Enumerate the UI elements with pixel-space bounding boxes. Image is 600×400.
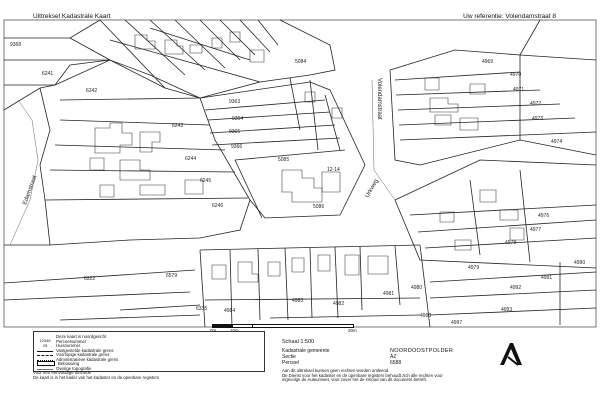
parcel-label: 4978 [505, 240, 516, 246]
parcel-label: 4981 [383, 291, 394, 297]
parcel-label: 9365 [229, 129, 240, 135]
parcel-labels: 9368 6241 6242 6243 6244 6245 6246 5084 … [10, 42, 585, 326]
parcel-label: 5085 [278, 157, 289, 163]
volendamstraat-line [371, 79, 396, 201]
parcel-label: 6244 [185, 156, 196, 162]
parcel-label: 4997 [451, 320, 462, 326]
parcel-label: 6242 [86, 88, 97, 94]
parcel-label: 4973 [532, 116, 543, 122]
legend-symbol [37, 361, 55, 367]
scale-tick: 0m [210, 328, 217, 333]
parcel-label: 4969 [482, 59, 493, 65]
parcel-lines-left [3, 59, 251, 246]
parcel-label: 9368 [10, 42, 21, 48]
parcel-label: 6579 [166, 273, 177, 279]
legend-item: Vastgestelde kadastrale grens [37, 348, 114, 353]
parcel-label: 4983 [292, 298, 303, 304]
buildings-right-top [424, 77, 486, 131]
legend-symbol: 25 [42, 342, 48, 348]
parcel-lines-right-top [389, 19, 597, 166]
buildings-top [134, 31, 265, 63]
parcel-label: 9366 [231, 144, 242, 150]
parcel-label: 4972 [530, 101, 541, 107]
parcel-label: 5084 [295, 59, 306, 65]
parcel-lines-bottom-left [3, 269, 201, 321]
parcel-label: 4979 [468, 265, 479, 271]
reference-text: Uw referentie: Volendamstraat 8 [463, 13, 556, 20]
street-label-edamstraat: Edamstraat [22, 174, 38, 205]
parcel-value: 6588 [390, 360, 402, 366]
edamstraat-line [9, 99, 39, 246]
street-label-urkweg: Urkweg [365, 178, 380, 199]
legend-item: Overige topografie [37, 366, 91, 371]
parcel-label: 4991 [541, 275, 552, 281]
legend-item: Administratieve kadastrale grens [37, 357, 118, 362]
parcel-label: 9363 [229, 99, 240, 105]
parcel-label: 4980 [411, 285, 422, 291]
parcel-label: 4998 [420, 313, 431, 319]
parcel-label: 4977 [530, 227, 541, 233]
scale-tick: 20m [348, 328, 357, 333]
parcel-label: 4982 [333, 301, 344, 307]
legend-symbol [37, 367, 53, 370]
municipality-value: NOORDOOSTPOLDER [390, 348, 454, 354]
buildings-right-mid [439, 189, 525, 251]
legend-symbol [37, 349, 53, 352]
parcel-label: 4971 [513, 87, 524, 93]
buildings-center [281, 91, 343, 203]
parcel-lines-center [199, 77, 366, 219]
parcel-label: 4976 [538, 213, 549, 219]
buildings-left [89, 122, 204, 198]
scale-tick: 10m [230, 328, 239, 333]
buildings-bottom [211, 254, 389, 283]
parcel-label: 5086 [313, 204, 324, 210]
legend-item: Deze kaart is noordgericht [37, 334, 106, 339]
kadaster-logo-icon [500, 343, 522, 366]
section-value: AZ [390, 354, 397, 360]
parcel-label: 4990 [574, 260, 585, 266]
map-title: Uittreksel Kadastrale Kaart [33, 13, 111, 20]
street-label-volendamstraat: Volendamstraat [376, 78, 382, 120]
legend-symbol [37, 358, 53, 361]
parcel-lines-top [4, 19, 336, 99]
parcel-label: 6335 [196, 306, 207, 312]
disclaimer-line: ingevolge de Auteurswet, voor zover het … [282, 377, 427, 382]
parcel-label: 4984 [224, 308, 235, 314]
parcel-label: 4993 [501, 307, 512, 313]
parcel-lines-bottom [199, 244, 431, 328]
legend-note: Voor een eenvoudige uitsnede De kaart is… [33, 370, 160, 380]
legend-symbol: 12345 [39, 338, 51, 344]
parcel-label: 6241 [42, 71, 53, 77]
scale-label: Schaal 1:500 [282, 339, 315, 345]
parcel-label: 6243 [172, 123, 183, 129]
legend-item: Voorlopige kadastrale grens [37, 352, 109, 357]
legend-symbol [37, 353, 53, 357]
section-label: Sectie [282, 354, 296, 360]
municipality-label: Kadastrale gemeente [282, 348, 330, 354]
parcel-label-info: Perceel [282, 360, 299, 366]
parcel-label: 4974 [551, 139, 562, 145]
legend-item: Bebouwing [37, 361, 79, 367]
disclaimer-line: Aan dit uittreksel kunnen geen rechten w… [282, 368, 390, 373]
parcel-label: 4970 [510, 72, 521, 78]
scale-bar: 0m 10m 20m [210, 324, 357, 333]
parcel-label: 4992 [510, 285, 521, 291]
parcel-label: 9364 [232, 116, 243, 122]
parcel-lines-right-mid [394, 159, 597, 325]
parcel-label: 6245 [200, 178, 211, 184]
parcel-label: 6246 [212, 203, 223, 209]
disclaimer-line: De Dienst voor het kadaster en de openba… [282, 372, 443, 378]
parcel-label: 12-14 [327, 167, 340, 173]
parcel-label: 6322 [84, 276, 95, 282]
